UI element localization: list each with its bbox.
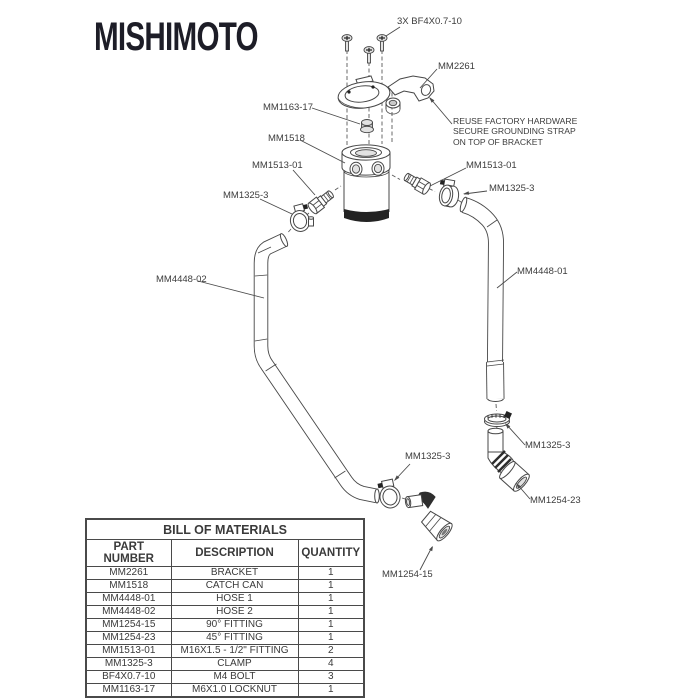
- table-row: BF4X0.7-10 M4 BOLT 3: [85, 670, 365, 684]
- callout-bolts: 3X BF4X0.7-10: [397, 16, 462, 27]
- fitting-left-illustration: [307, 190, 334, 215]
- table-row: MM1163-17 M6X1.0 LOCKNUT 1: [85, 683, 365, 698]
- bom-description: CATCH CAN: [170, 579, 299, 593]
- bom-quantity: 1: [297, 618, 365, 632]
- clamp-left-illustration: [289, 203, 314, 232]
- table-row: MM1518 CATCH CAN 1: [85, 579, 365, 593]
- bom-part: MM1325-3: [85, 657, 172, 671]
- callout-bracket: MM2261: [438, 61, 475, 72]
- clamp-right-illustration: [438, 178, 460, 208]
- clamp-lower-center-illustration: [377, 478, 401, 509]
- bom-col-description: DESCRIPTION: [170, 539, 299, 567]
- callout-hose-1: MM4448-01: [517, 266, 568, 277]
- callout-clamp-lower-center: MM1325-3: [405, 451, 451, 462]
- table-row: MM1254-15 90° FITTING 1: [85, 618, 365, 632]
- bom-quantity: 1: [297, 579, 365, 593]
- callout-clamp-lower-right: MM1325-3: [525, 440, 571, 451]
- install-note-line: ON TOP OF BRACKET: [453, 136, 543, 147]
- callout-clamp-right: MM1325-3: [489, 183, 535, 194]
- install-note-line: REUSE FACTORY HARDWARE: [453, 116, 578, 126]
- clamp-lower-right-illustration: [484, 411, 512, 427]
- bom-part: MM4448-01: [85, 592, 172, 606]
- callout-locknut: MM1163-17: [263, 102, 313, 113]
- bom-quantity: 1: [297, 683, 365, 698]
- bom-part: MM1513-01: [85, 644, 172, 658]
- bom-description: 90° FITTING: [170, 618, 299, 632]
- bom-description: BRACKET: [170, 566, 299, 580]
- table-row: MM1254-23 45° FITTING 1: [85, 631, 365, 645]
- bom-quantity: 1: [297, 592, 365, 606]
- bom-quantity: 1: [297, 605, 365, 619]
- table-row: MM4448-02 HOSE 2 1: [85, 605, 365, 619]
- callout-leader-lines: [197, 26, 531, 571]
- bom-col-part-number: PART NUMBER: [85, 539, 172, 567]
- fitting-45-illustration: [487, 427, 530, 492]
- bom-description: M6X1.0 LOCKNUT: [170, 683, 299, 698]
- callout-hose-2: MM4448-02: [156, 274, 207, 285]
- callout-clamp-left: MM1325-3: [223, 190, 269, 201]
- bom-table: BILL OF MATERIALS PART NUMBER DESCRIPTIO…: [85, 518, 366, 698]
- bom-quantity: 1: [297, 631, 365, 645]
- bom-part: MM1254-23: [85, 631, 172, 645]
- install-note-line: SECURE GROUNDING STRAP: [453, 126, 576, 137]
- bom-part: MM1518: [85, 579, 172, 593]
- bom-description: HOSE 2: [170, 605, 299, 619]
- catch-can-illustration: [341, 144, 391, 222]
- bom-description: M16X1.5 - 1/2" FITTING: [170, 644, 299, 658]
- bom-part: MM2261: [85, 566, 172, 580]
- hose-1-illustration: [459, 196, 505, 403]
- callout-fitting-right: MM1513-01: [466, 160, 517, 171]
- install-note: REUSE FACTORY HARDWARE SECURE GROUNDING …: [453, 116, 577, 147]
- table-row: MM1325-3 CLAMP 4: [85, 657, 365, 671]
- table-row: MM1513-01 M16X1.5 - 1/2" FITTING 2: [85, 644, 365, 658]
- bom-quantity: 2: [297, 644, 365, 658]
- bom-description: 45° FITTING: [170, 631, 299, 645]
- bom-description: HOSE 1: [170, 592, 299, 606]
- bom-part: MM1254-15: [85, 618, 172, 632]
- bracket-illustration: [337, 75, 435, 115]
- bom-title: BILL OF MATERIALS: [85, 518, 365, 540]
- callout-fitting-left: MM1513-01: [252, 160, 303, 171]
- bom-description: M4 BOLT: [170, 670, 299, 684]
- bom-part: MM1163-17: [85, 683, 172, 698]
- bom-quantity: 1: [297, 566, 365, 580]
- callout-fitting-45: MM1254-23: [530, 495, 581, 506]
- table-row: MM4448-01 HOSE 1 1: [85, 592, 365, 606]
- locknut-illustration: [360, 119, 374, 134]
- fitting-right-illustration: [403, 172, 431, 195]
- table-row: MM2261 BRACKET 1: [85, 566, 365, 580]
- bom-part: BF4X0.7-10: [85, 670, 172, 684]
- callout-fitting-90: MM1254-15: [382, 569, 433, 580]
- mishimoto-logo: MISHIMOTO: [94, 15, 259, 59]
- bom-quantity: 3: [297, 670, 365, 684]
- fitting-90-illustration: [404, 491, 453, 542]
- callout-catch-can: MM1518: [268, 133, 305, 144]
- bom-part: MM4448-02: [85, 605, 172, 619]
- bom-description: CLAMP: [170, 657, 299, 671]
- bom-quantity: 4: [297, 657, 365, 671]
- hose-2-illustration: [253, 233, 380, 504]
- bom-col-quantity: QUANTITY: [297, 539, 365, 567]
- screw-illustrations: [341, 34, 388, 64]
